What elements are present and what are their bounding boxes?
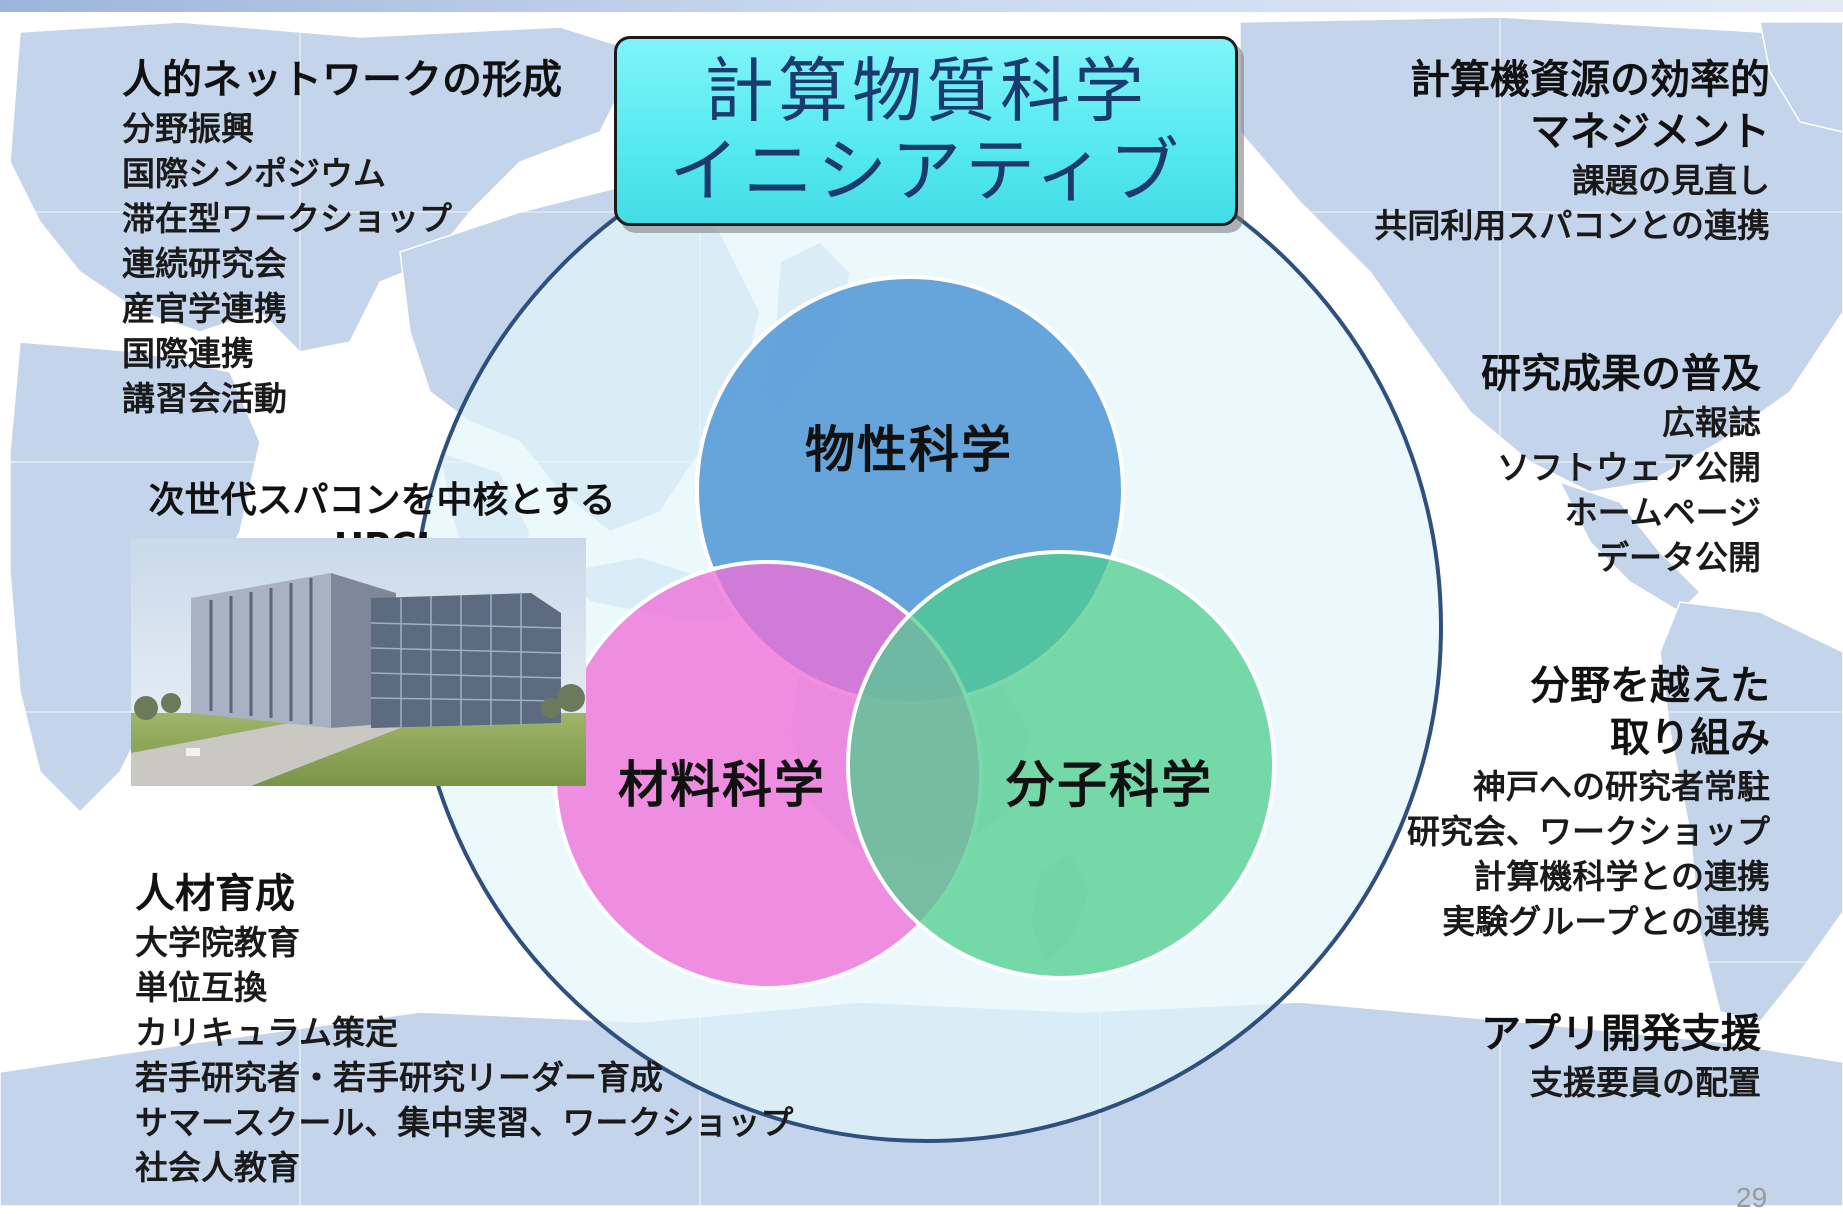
crossfield-item: 神戸への研究者常駐 [1473,767,1770,806]
network-item: 産官学連携 [122,289,287,328]
hpci-line-1: 次世代スパコンを中核とする [148,480,616,521]
dissemination-section: 研究成果の普及 広報誌 ソフトウェア公開 ホームページ データ公開 [1481,348,1761,580]
appsupport-item: 支援要員の配置 [1530,1063,1761,1102]
venn-label-physical: 物性科学 [805,421,1013,479]
network-item: 滞在型ワークショップ [122,199,452,238]
resources-item: 課題の見直し [1572,161,1770,200]
crossfield-item: 計算機科学との連携 [1473,857,1770,896]
crossfield-item: 研究会、ワークショップ [1407,812,1770,851]
education-heading: 人材育成 [135,871,295,917]
venn-label-molecular: 分子科学 [1005,756,1213,814]
title-line-2: イニシアティブ [669,130,1183,212]
page-number: 29 [1736,1182,1768,1213]
venn-label-materials: 材料科学 [618,756,826,814]
dissemination-item: 広報誌 [1662,403,1761,442]
network-item: 分野振興 [122,109,254,148]
education-section: 人材育成 大学院教育 単位互換 カリキュラム策定 若手研究者・若手研究リーダー育… [135,868,793,1190]
education-item: 若手研究者・若手研究リーダー育成 [135,1058,663,1097]
network-section: 人的ネットワークの形成 分野振興 国際シンポジウム 滞在型ワークショップ 連続研… [122,54,562,421]
resources-section: 計算機資源の効率的 マネジメント 課題の見直し 共同利用スパコンとの連携 [1374,54,1770,248]
dissemination-item: ホームページ [1564,493,1761,532]
title-line-1: 計算物質科学 [704,50,1148,132]
network-item: 連続研究会 [122,244,287,283]
appsupport-heading: アプリ開発支援 [1481,1011,1761,1057]
dissemination-item: データ公開 [1596,538,1761,577]
crossfield-heading-line-1: 分野を越えた [1530,663,1770,709]
appsupport-section: アプリ開発支援 支援要員の配置 [1481,1008,1761,1105]
crossfield-section: 分野を越えた 取り組み 神戸への研究者常駐 研究会、ワークショップ 計算機科学と… [1407,660,1770,944]
crossfield-heading-line-2: 取り組み [1610,715,1770,761]
network-item: 国際連携 [122,334,254,373]
network-item: 国際シンポジウム [122,154,386,193]
education-item: サマースクール、集中実習、ワークショップ [135,1103,794,1142]
network-item: 講習会活動 [122,379,287,418]
top-accent-bar [0,0,1843,12]
network-heading: 人的ネットワークの形成 [122,57,562,103]
crossfield-item: 実験グループとの連携 [1442,902,1770,941]
education-item: 単位互換 [135,968,267,1007]
venn-circle-molecular [846,550,1276,980]
education-item: カリキュラム策定 [135,1013,399,1052]
hpci-building-photo [131,538,586,786]
title-box: 計算物質科学 イニシアティブ [614,36,1238,226]
education-item: 社会人教育 [135,1148,300,1187]
resources-heading-line-1: 計算機資源の効率的 [1410,57,1770,103]
education-item: 大学院教育 [135,923,300,962]
resources-item: 共同利用スパコンとの連携 [1374,206,1770,245]
resources-heading-line-2: マネジメント [1530,109,1770,155]
dissemination-item: ソフトウェア公開 [1497,448,1761,487]
dissemination-heading: 研究成果の普及 [1481,351,1761,397]
